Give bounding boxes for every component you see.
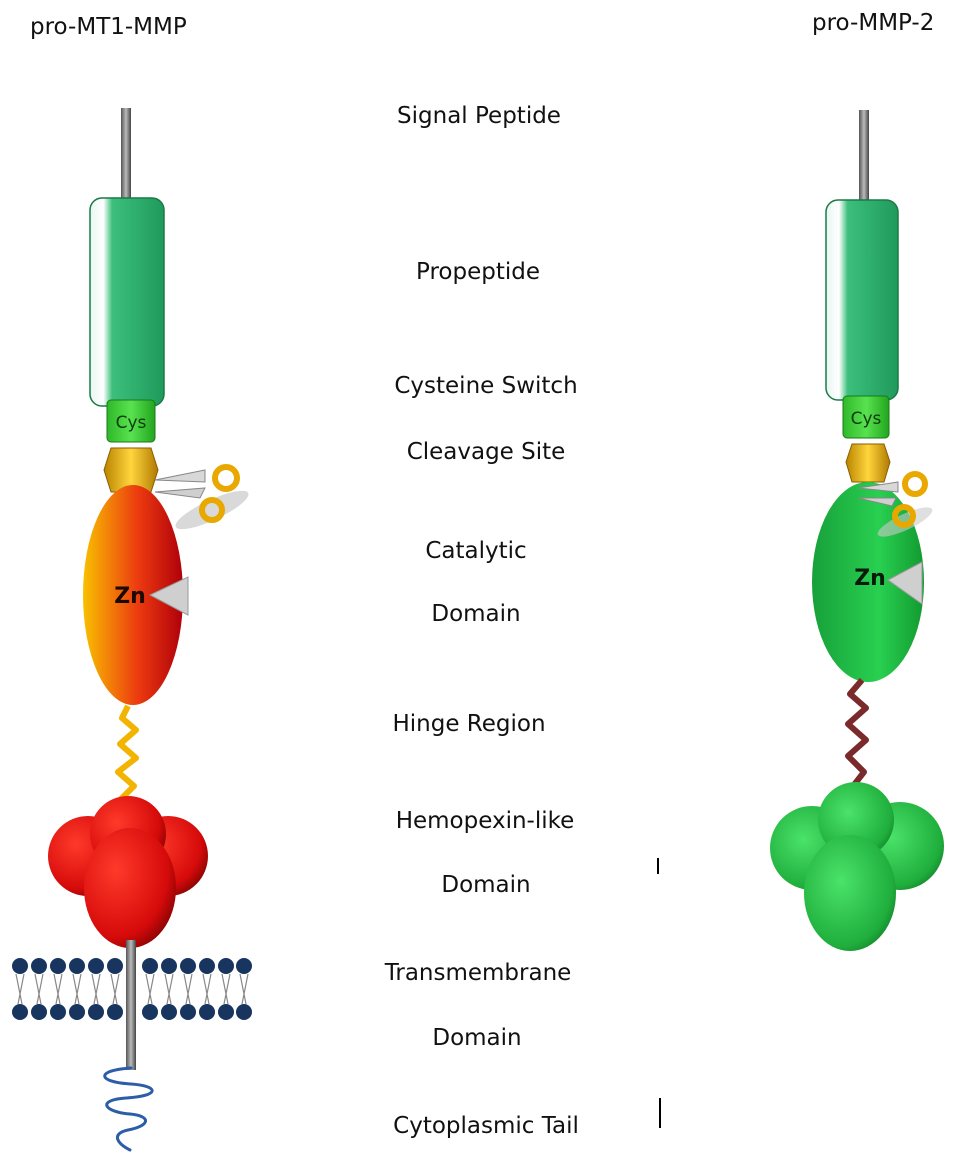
mt1-cytoplasmic-tail: [105, 1068, 152, 1150]
mt1-mmp-molecule: Cys Zn: [12, 108, 252, 1150]
mmp2-signal-stalk: [859, 110, 869, 205]
mmp2-cleavage-site: [846, 444, 890, 482]
mmp2-molecule: Cys Zn: [770, 110, 944, 951]
mt1-hemopexin-domain: [48, 796, 208, 948]
mmp2-cys-text: Cys: [851, 409, 882, 429]
mmp2-zn-text: Zn: [854, 566, 886, 591]
mmp2-hemopexin-domain: [770, 782, 944, 951]
mt1-signal-stalk: [121, 108, 131, 203]
mt1-zn-text: Zn: [114, 584, 146, 609]
mmp2-propeptide: [826, 200, 898, 400]
mt1-transmembrane-stalk: [126, 940, 136, 1070]
mt1-propeptide: [90, 198, 164, 406]
mt1-cys-text: Cys: [116, 413, 147, 433]
